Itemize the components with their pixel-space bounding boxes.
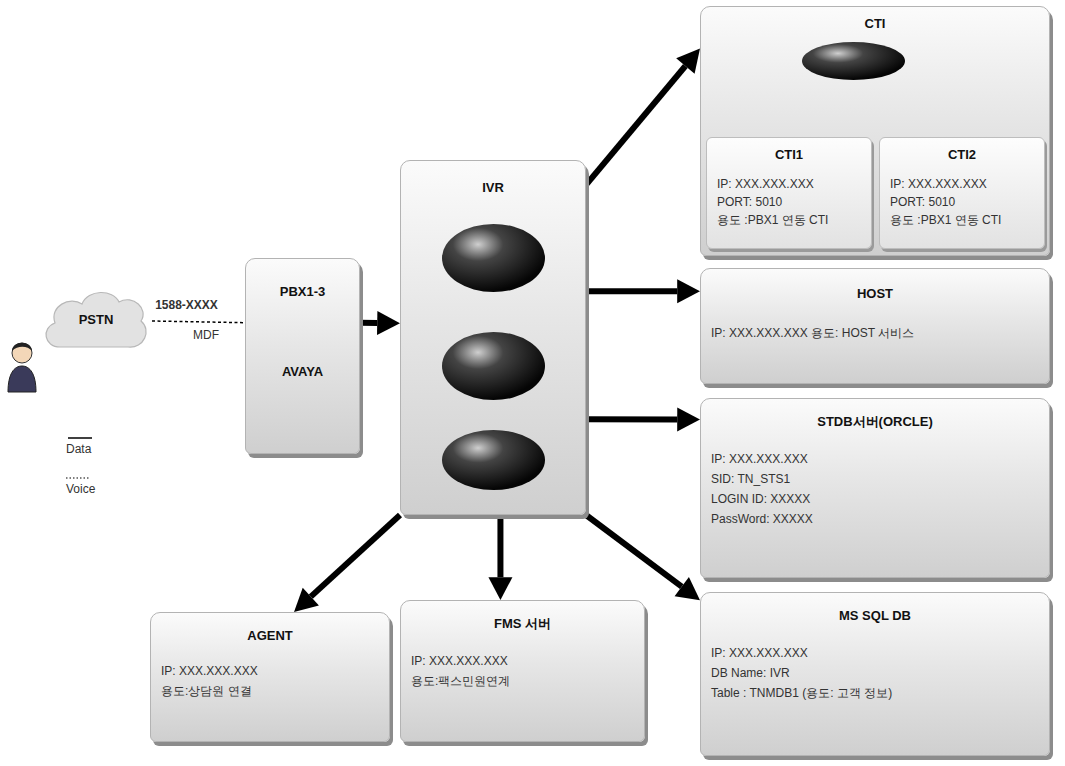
agent-server: AGENT IP: XXX.XXX.XXX 용도:상담원 연결 (150, 612, 390, 742)
node-heading: HOST (701, 285, 1049, 303)
node-text: IP: XXX.XXX.XXX 용도: HOST 서비스 (701, 325, 1049, 341)
node-heading: PSTN (40, 311, 152, 329)
data-arrow (586, 49, 700, 185)
node-heading: MS SQL DB (701, 607, 1049, 625)
cti-server: CTI1IP: XXX.XXX.XXX PORT: 5010 용도 :PBX1 연동… (706, 137, 872, 249)
node-text: 용도:상담원 연결 (151, 683, 389, 699)
data-arrow (586, 515, 700, 600)
node-text: IP: XXX.XXX.XXX (401, 653, 644, 669)
server-disk (441, 331, 546, 401)
node-heading: FMS 서버 (401, 615, 644, 633)
pstn-cloud: PSTN (40, 285, 152, 357)
edge-label: 1588-XXXX (153, 298, 220, 312)
person-icon (8, 343, 36, 392)
node-heading: CTI1 (707, 146, 871, 164)
node-heading: AGENT (151, 627, 389, 645)
legend-voice-sample (66, 477, 90, 478)
node-heading: STDB서버(ORCLE) (701, 413, 1049, 431)
node-text: IP: XXX.XXX.XXX (701, 451, 1049, 467)
server-disk (801, 41, 906, 81)
oracle-db-server: STDB서버(ORCLE) IP: XXX.XXX.XXX SID: TN_STS1… (700, 398, 1050, 578)
node-text: 용도 :PBX1 연동 CTI (880, 212, 1044, 228)
data-arrow (586, 408, 700, 432)
legend-text: Data (66, 442, 91, 456)
node-text: AVAYA (246, 363, 359, 381)
legend-data-sample (68, 437, 92, 439)
data-arrow (294, 515, 400, 612)
host-server: HOST IP: XXX.XXX.XXX 용도: HOST 서비스 (700, 268, 1050, 384)
node-text: IP: XXX.XXX.XXX (707, 176, 871, 192)
server-disk (441, 223, 546, 293)
voice-line (152, 321, 245, 323)
line-label: MDF (193, 328, 219, 342)
node-text: IP: XXX.XXX.XXX (880, 176, 1044, 192)
cti-server: CTI2IP: XXX.XXX.XXX PORT: 5010 용도 :PBX1 연동… (879, 137, 1045, 249)
mssql-db-server: MS SQL DB IP: XXX.XXX.XXX DB Name: IVR Tabl… (700, 592, 1050, 756)
ivr-server: IVR (400, 160, 586, 515)
server-disk (441, 429, 546, 491)
node-text: IP: XXX.XXX.XXX (701, 645, 1049, 661)
node-text: 용도:팩스민원연계 (401, 673, 644, 689)
legend-text: Voice (66, 482, 95, 496)
data-arrow (586, 279, 700, 303)
fms-server: FMS 서버 IP: XXX.XXX.XXX 용도:팩스민원연계 (400, 600, 645, 742)
node-text: PORT: 5010 (880, 194, 1044, 210)
node-heading: IVR (401, 179, 585, 197)
node-text: SID: TN_STS1 (701, 471, 1049, 487)
pbx-box: PBX1-3AVAYA (245, 258, 360, 454)
node-text: IP: XXX.XXX.XXX (151, 663, 389, 679)
node-heading: CTI (701, 15, 1049, 33)
node-heading: PBX1-3 (246, 283, 359, 301)
node-heading: CTI2 (880, 146, 1044, 164)
cti-group: CTI CTI1IP: XXX.XXX.XXX PORT: 5010 용도 :PBX1… (700, 6, 1050, 256)
data-arrow (360, 311, 400, 335)
node-text: LOGIN ID: XXXXX (701, 491, 1049, 507)
data-arrow (488, 515, 512, 600)
node-text: 용도 :PBX1 연동 CTI (707, 212, 871, 228)
node-text: DB Name: IVR (701, 665, 1049, 681)
node-text: Table : TNMDB1 (용도: 고객 정보) (701, 685, 1049, 701)
node-text: PassWord: XXXXX (701, 511, 1049, 527)
node-text: PORT: 5010 (707, 194, 871, 210)
